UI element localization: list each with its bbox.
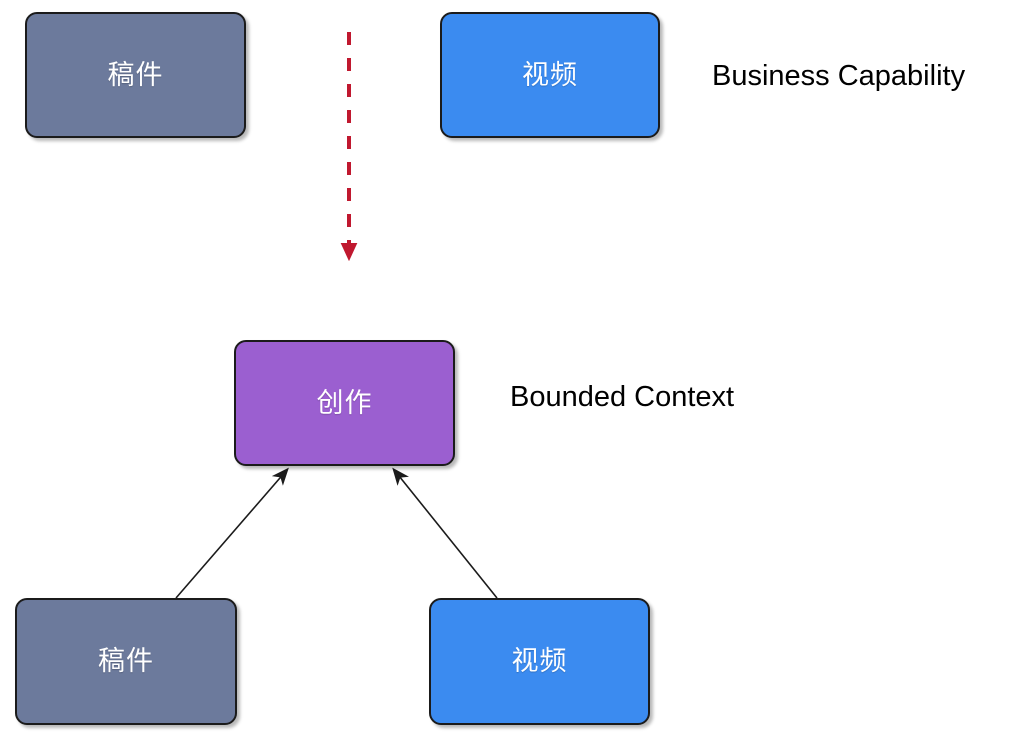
node-label: 稿件 <box>107 59 164 91</box>
node-business-capability-video[interactable]: 视频 <box>440 12 660 138</box>
node-label: 视频 <box>511 646 568 677</box>
node-label: 视频 <box>522 59 578 91</box>
node-bounded-context-draft[interactable]: 稿件 <box>15 598 237 725</box>
label-bounded-context: Bounded Context <box>510 381 735 413</box>
node-bounded-context-video[interactable]: 视频 <box>429 598 650 725</box>
node-label: 稿件 <box>98 646 154 677</box>
edge-video-to-creation <box>392 467 498 599</box>
node-business-capability-draft[interactable]: 稿件 <box>25 12 246 138</box>
node-bounded-context-creation[interactable]: 创作 <box>234 340 455 466</box>
label-business-capability: Business Capability <box>712 60 966 92</box>
node-label: 创作 <box>316 387 373 419</box>
edge-draft-to-creation <box>175 467 289 599</box>
